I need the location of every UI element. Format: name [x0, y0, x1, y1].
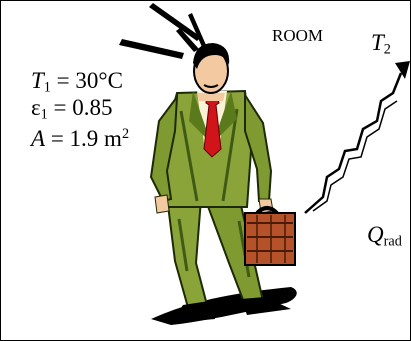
emissivity-label: ε1 = 0.85	[31, 94, 129, 121]
area-label: A = 1.9 m2	[31, 121, 129, 148]
t1-label: T1 = 30°C	[31, 67, 129, 94]
briefcase	[245, 208, 295, 265]
surface-parameters: T1 = 30°C ε1 = 0.85 A = 1.9 m2	[31, 67, 129, 148]
red-tie	[204, 93, 221, 157]
room-label: ROOM	[272, 27, 323, 44]
radiation-arrow	[305, 61, 410, 213]
q-rad-label: Qrad	[367, 223, 402, 249]
t2-label: T2	[371, 31, 391, 57]
radiation-arrowhead	[395, 61, 410, 79]
surprise-lines	[119, 3, 206, 59]
